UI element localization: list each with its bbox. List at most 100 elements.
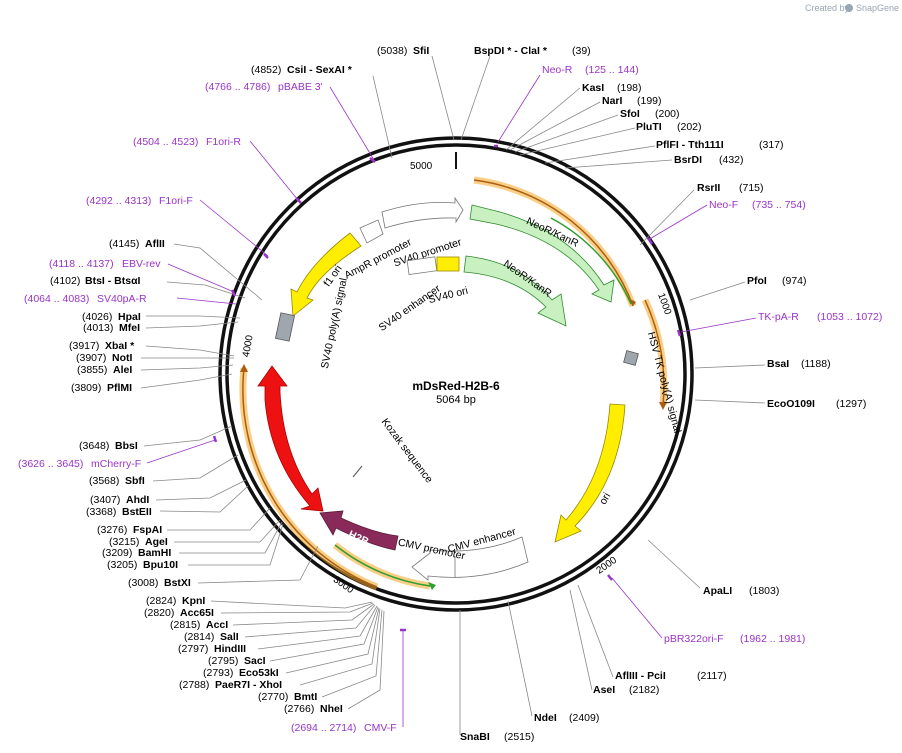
feature-label-sv40-polya: SV40 poly(A) signal — [319, 277, 350, 370]
enzyme-afliii: AflIII - PciI — [615, 670, 666, 682]
enzyme-bbsI: BbsI — [115, 440, 138, 452]
feature-arrowhead-left — [240, 364, 248, 372]
enzyme-bsaI: BsaI — [767, 358, 789, 370]
primer-pbabe3: pBABE 3' — [278, 81, 323, 93]
primer-pbr322F: pBR322ori-F — [664, 633, 724, 645]
leader-afliii — [577, 584, 614, 678]
primer-leader-pbabe3 — [329, 86, 375, 161]
feature-green-bottom — [334, 544, 431, 587]
primer-sv40pAR-range: (4064 .. 4083) — [24, 293, 89, 305]
enzyme-bstXI-pos: (3008) — [128, 577, 158, 589]
enzyme-bsrdI: BsrDI — [674, 154, 702, 166]
primer-leader-pbr322F — [611, 577, 663, 639]
feature-label-sv40-enhancer: SV40 enhancer — [377, 282, 444, 334]
enzyme-pflfI: PflFI - Tth111I — [656, 139, 724, 151]
primer-mark-mcherryF — [212, 435, 218, 443]
enzyme-bpu10I: Bpu10I — [143, 559, 178, 571]
enzyme-sfoI-pos: (200) — [655, 108, 680, 120]
enzyme-ndeI: NdeI — [534, 712, 557, 724]
leader-sfiI — [431, 55, 455, 141]
leader-bsaI — [694, 364, 766, 369]
backbone-outer-ring — [218, 136, 694, 612]
enzyme-plutI: PluTI — [636, 121, 662, 133]
enzyme-notI: NotI — [112, 352, 132, 364]
enzyme-kasI-pos: (198) — [617, 82, 642, 94]
enzyme-narI: NarI — [602, 95, 623, 107]
primer-f1oriR: F1ori-R — [206, 136, 241, 148]
enzyme-eco0109I: EcoO109I — [767, 398, 815, 410]
feature-line-left — [242, 367, 378, 588]
enzyme-sbfI-pos: (3568) — [89, 475, 119, 487]
enzyme-csiI-pos: (4852) — [251, 64, 281, 76]
enzyme-bspdi-pos: (39) — [572, 45, 591, 57]
enzyme-fspAI: FspAI — [133, 524, 162, 536]
leader-bstEII — [159, 485, 249, 513]
enzyme-sfiI: SfiI — [413, 45, 429, 57]
primer-mark-ebvrev — [230, 289, 237, 297]
feature-arrowhead-right — [659, 402, 667, 410]
credit-brand: SnapGene — [856, 3, 899, 13]
enzyme-bmtI: BmtI — [294, 691, 317, 703]
enzyme-pfoI-pos: (974) — [782, 275, 807, 287]
enzyme-snaBI: SnaBI — [460, 731, 490, 743]
feature-sv40-ori — [436, 256, 460, 272]
leader-bpu10I — [188, 523, 284, 566]
feature-hsv-tk-polya-box — [623, 350, 639, 366]
primer-neoR-range: (125 .. 144) — [585, 64, 639, 76]
feature-kozak-mark — [352, 465, 363, 478]
leader-hpaI — [146, 315, 241, 319]
leader-mfeI — [145, 321, 239, 329]
enzyme-hindIII: HindIII — [214, 643, 246, 655]
leader-xbaI — [145, 345, 235, 357]
enzyme-xbaI: XbaI * — [105, 340, 135, 352]
enzyme-ahdI: AhdI — [126, 494, 149, 506]
leader-kasI — [505, 87, 581, 151]
feature-dsred-monomer — [257, 365, 324, 512]
leader-apaLI — [647, 539, 701, 589]
enzyme-plutI-pos: (202) — [677, 121, 702, 133]
enzyme-bamHI: BamHI — [138, 547, 171, 559]
enzyme-btsI-pos: (4102) — [50, 275, 80, 287]
enzyme-kasI: KasI — [582, 82, 604, 94]
leader-bstXI — [197, 545, 319, 584]
enzyme-bsrdI-pos: (432) — [719, 154, 744, 166]
enzyme-bamHI-pos: (3209) — [102, 547, 132, 559]
primer-mark-f1oriR — [295, 197, 302, 204]
enzyme-afliii-pos: (2117) — [697, 670, 727, 682]
leader-bspdi — [460, 55, 491, 141]
primer-leader-f1oriR — [249, 140, 299, 201]
enzyme-nheI: NheI — [320, 703, 343, 715]
enzyme-csiI: CsiI - SexAI * — [287, 64, 353, 76]
feature-h2b — [319, 510, 399, 551]
enzyme-apaLI-pos: (1803) — [749, 585, 779, 597]
enzyme-mfeI: MfeI — [119, 322, 140, 334]
enzyme-narI-pos: (199) — [637, 95, 662, 107]
enzyme-aflII-pos: (4145) — [109, 238, 139, 250]
leader-paeR7I — [299, 608, 381, 686]
enzyme-kpnI: KpnI — [182, 595, 205, 607]
enzyme-salI-pos: (2814) — [184, 631, 214, 643]
leader-ahdI — [155, 479, 247, 501]
enzyme-bsaI-pos: (1188) — [801, 358, 831, 370]
primer-pbr322F-range: (1962 .. 1981) — [740, 633, 805, 645]
primer-pbabe3-range: (4766 .. 4786) — [205, 81, 270, 93]
primer-leaders — [146, 74, 757, 727]
enzyme-pflfI-pos: (317) — [759, 139, 784, 151]
enzyme-eco0109I-pos: (1297) — [836, 398, 866, 410]
leader-csiI — [372, 75, 393, 159]
enzyme-snaBI-pos: (2515) — [504, 731, 534, 743]
enzyme-aseI: AseI — [593, 684, 615, 696]
feature-ampr-promoter-arrow — [359, 219, 384, 244]
primer-mark-pbabe3 — [369, 157, 376, 163]
leader-kpnI — [210, 600, 373, 609]
primer-neoF: Neo-F — [709, 199, 738, 211]
leader-hindIII — [257, 605, 378, 650]
primer-leader-neoF — [647, 204, 708, 241]
leader-aflII — [173, 243, 263, 301]
leader-sbfI — [152, 454, 239, 482]
feature-cmv-arrow — [411, 536, 529, 581]
primer-f1oriF: F1ori-F — [159, 195, 193, 207]
primer-leader-sv40pAR — [176, 297, 237, 305]
enzyme-hpaI: HpaI — [118, 311, 141, 323]
